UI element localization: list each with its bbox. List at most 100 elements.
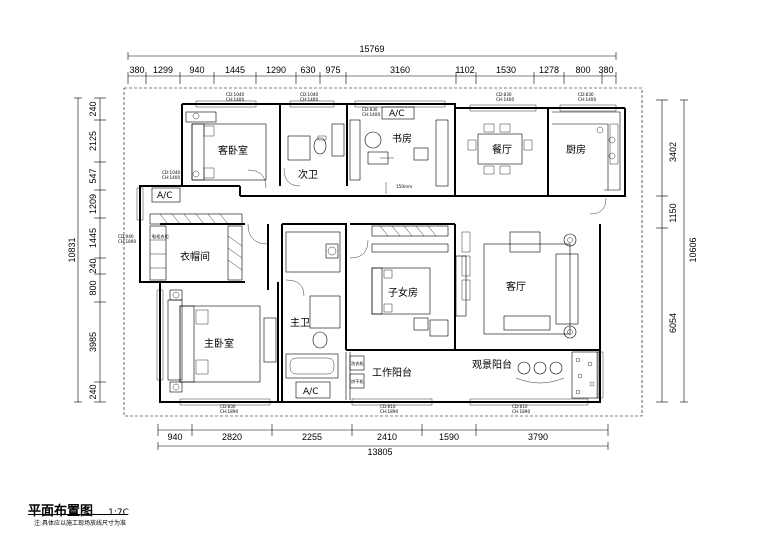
left-dimension-group: 10831 240 2125 547 1209 1445 240 800 398… — [67, 97, 106, 403]
site-boundary — [123, 87, 643, 417]
window-tag-dining-cd: CD:830 — [496, 92, 512, 97]
window-tags: CD:1040 CH:1400 CD:1040 CH:1400 CD:830 C… — [118, 92, 596, 414]
top-dim-7: 975 — [325, 65, 340, 75]
dryer-label: 烘干机 — [351, 378, 364, 385]
window-tag-kitchen-ch: CH:1400 — [578, 97, 596, 102]
drawing-note: 注:具体应以施工现场放线尺寸为准 — [34, 520, 127, 527]
bottom-dim-1: 940 — [167, 432, 182, 442]
top-dim-10: 1530 — [496, 65, 516, 75]
kids-room: 子女房 — [349, 225, 467, 337]
window-tag-guest-side-ch: CH:1400 — [162, 175, 180, 180]
ac-label-study: A/C — [389, 109, 404, 119]
washer-label: 洗衣机 — [351, 360, 364, 367]
ac-unit-study — [381, 106, 415, 120]
balconies: 洗衣机 烘干机 工作阳台 观景阳台 — [345, 351, 599, 400]
cloakroom: 衣帽间 — [149, 213, 243, 281]
room-label-living: 客厅 — [506, 280, 526, 293]
top-dim-13: 380 — [598, 65, 613, 75]
window-tag-cloak-cd: CD:940 — [118, 234, 134, 239]
windows — [136, 100, 617, 406]
room-label-utility-balcony: 工作阳台 — [372, 366, 412, 379]
bottom-dimension-group: 940 2820 2255 2410 1590 3790 13805 — [157, 424, 609, 457]
dining-room: 餐厅 — [467, 123, 533, 175]
drawing-title: 平面布置图 — [28, 504, 94, 519]
window-tag-bath-ch: CH:1400 — [300, 97, 318, 102]
top-dim-3: 940 — [189, 65, 204, 75]
window-tag-bath-cd: CD:1040 — [300, 92, 319, 97]
study: 书房 150mm — [349, 119, 449, 194]
bottom-dim-3: 2255 — [302, 432, 322, 442]
bottom-dim-6: 3790 — [528, 432, 548, 442]
window-tag-master-ch: CH:1890 — [220, 409, 238, 414]
window-tag-guest-cd: CD:1040 — [226, 92, 245, 97]
window-tag-kitchen-cd: CD:830 — [578, 92, 594, 97]
window-tag-guest-ch: CH:1400 — [226, 97, 244, 102]
drawing-scale: 1:7C — [108, 508, 129, 518]
bottom-dim-5: 1590 — [439, 432, 459, 442]
room-label-cloakroom: 衣帽间 — [180, 250, 210, 263]
guest-bedroom: 客卧室 — [185, 111, 267, 189]
window-tag-cloak-ch: CH:1890 — [118, 239, 136, 244]
bottom-dim-4: 2410 — [377, 432, 397, 442]
top-dimension-group: 15769 380 1299 940 1445 1290 630 975 316… — [127, 44, 617, 84]
left-total-dimension: 10831 — [67, 237, 77, 262]
window-tag-balcony-a-cd: CD:810 — [380, 404, 396, 409]
shoe-cabinet-label: 鞋柜衣柜 — [152, 233, 169, 240]
top-dim-1: 380 — [129, 65, 144, 75]
living-room: 客厅 — [461, 231, 579, 339]
top-dim-4: 1445 — [225, 65, 245, 75]
title-underline — [28, 514, 128, 515]
ac-label-master: A/C — [303, 387, 318, 397]
left-dim-8: 3985 — [88, 332, 98, 352]
ac-units: A/C A/C A/C — [151, 106, 415, 399]
left-dim-6: 240 — [88, 258, 98, 273]
top-dim-9: 1102 — [455, 65, 474, 75]
left-dim-2: 2125 — [88, 131, 98, 151]
room-label-kitchen: 厨房 — [566, 143, 586, 156]
window-tag-master-cd: CD:830 — [220, 404, 236, 409]
top-dim-5: 1290 — [266, 65, 286, 75]
room-label-guest-bedroom: 客卧室 — [218, 144, 248, 157]
left-dim-7: 800 — [88, 280, 98, 295]
window-tag-dining-ch: CH:1400 — [496, 97, 514, 102]
walls — [139, 103, 626, 403]
ac-unit-guest — [151, 187, 181, 203]
bottom-total-dimension: 13805 — [367, 447, 392, 457]
right-dim-1: 3402 — [668, 142, 678, 162]
title-block: 平面布置图 1:7C — [28, 500, 129, 519]
room-label-study: 书房 — [392, 132, 412, 145]
left-dim-4: 1209 — [88, 194, 98, 214]
second-bath: 次卫 — [283, 123, 345, 187]
bottom-dim-2: 2820 — [222, 432, 242, 442]
window-tag-study-ch: CH:1400 — [362, 112, 380, 117]
top-dim-8: 3160 — [390, 65, 410, 75]
master-bath: 主卫 — [285, 231, 341, 379]
right-total-dimension: 10606 — [688, 237, 698, 262]
right-dimension-group: 3402 1150 6054 10606 — [656, 99, 698, 403]
top-total-dimension: 15769 — [359, 44, 384, 54]
room-label-master-bath: 主卫 — [290, 317, 310, 329]
study-height-note: 150mm — [396, 184, 412, 189]
right-dim-2: 1150 — [668, 203, 678, 222]
room-label-second-bath: 次卫 — [298, 168, 318, 181]
ac-label-guest: A/C — [157, 191, 172, 201]
left-dim-3: 547 — [88, 168, 98, 183]
room-label-dining: 餐厅 — [492, 143, 512, 156]
left-dim-1: 240 — [88, 101, 98, 116]
top-dim-2: 1299 — [153, 65, 173, 75]
window-tag-guest-side-cd: CD:1040 — [162, 170, 181, 175]
top-dim-6: 630 — [300, 65, 315, 75]
top-dim-11: 1278 — [539, 65, 559, 75]
left-dim-5: 1445 — [88, 228, 98, 248]
right-dim-3: 6054 — [668, 313, 678, 333]
room-label-kids-room: 子女房 — [388, 286, 418, 299]
room-label-master-bedroom: 主卧室 — [204, 337, 234, 350]
room-label-view-balcony: 观景阳台 — [472, 358, 512, 371]
master-bedroom: 主卧室 — [167, 223, 277, 393]
kitchen: 厨房 — [552, 111, 621, 215]
left-dim-9: 240 — [88, 384, 98, 399]
window-tag-study-cd: CD:830 — [362, 107, 378, 112]
window-tag-balcony-b-ch: CH:1890 — [512, 409, 530, 414]
ac-unit-master — [295, 381, 331, 399]
